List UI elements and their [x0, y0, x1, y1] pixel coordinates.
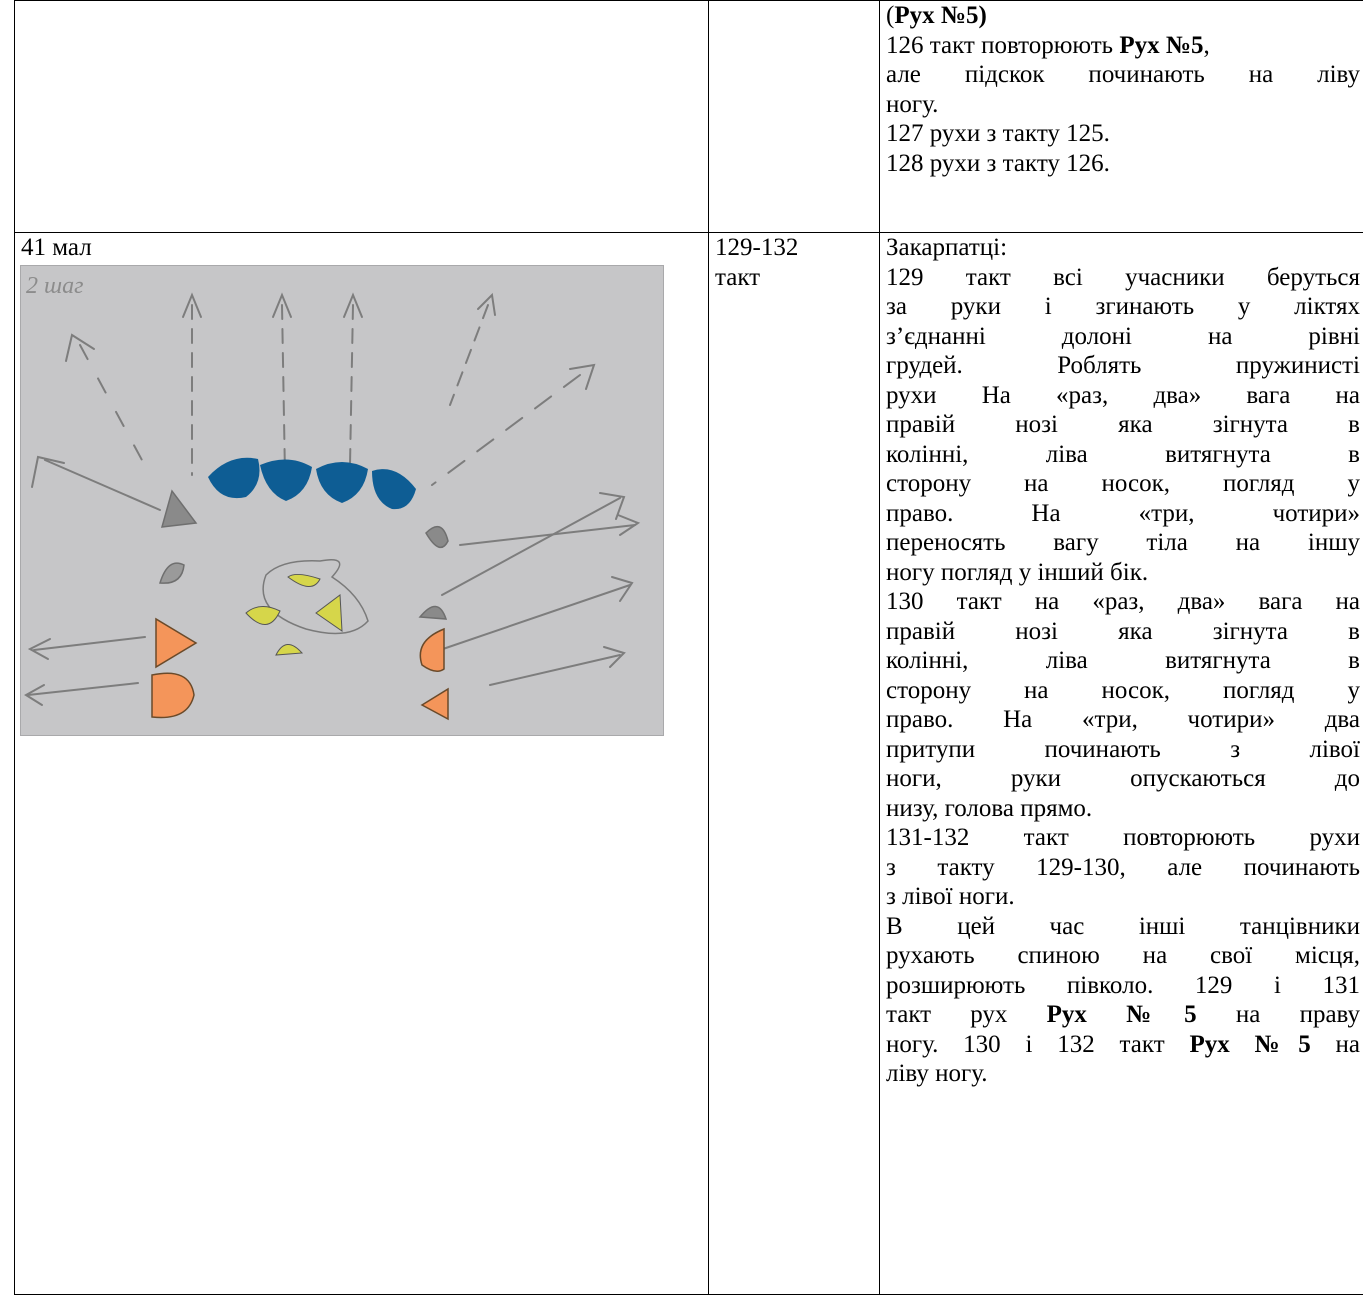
text-line: право. На «три, чотири»	[886, 499, 1360, 527]
blue-dancers	[208, 457, 416, 509]
text-line: ногу.	[886, 90, 939, 118]
text-line: правій нозі яка зігнута в	[886, 411, 1360, 438]
empty-cell	[708, 0, 880, 233]
arrow-right-icon	[459, 513, 641, 546]
arrow-right-icon	[489, 645, 626, 686]
text-line: правій нозі яка зігнута в	[886, 617, 1360, 645]
text-line: переносять вагу тіла на іншу	[886, 529, 1360, 556]
text-line: рухають спиною на свої місця,	[886, 942, 1360, 969]
formation-sketch: 2 шаг	[20, 264, 664, 736]
text-line: притупи починають з лівої	[886, 735, 1360, 763]
text-line: колінні, ліва витягнута в	[886, 647, 1360, 674]
text-line: (Рух №5)	[886, 2, 987, 29]
text-line: такт рух Рух №5 на праву	[886, 1001, 1360, 1028]
text-line: ліву ногу.	[886, 1060, 988, 1087]
text-line: ногу. 130 і 132 такт Рух №5 на	[886, 1030, 1360, 1058]
sketch-caption: 2 шаг	[26, 273, 83, 299]
text-line: 129 такт всі учасники беруться	[886, 263, 1360, 291]
arrow-right-icon	[441, 491, 626, 596]
text-line: сторону на носок, погляд у	[886, 470, 1360, 497]
text-line: ноги, руки опускаються до	[886, 765, 1360, 792]
table-row: (Рух №5) 126 такт повторюють Рух №5, але…	[14, 0, 1363, 233]
text-line: з такту 129-130, але починають	[886, 853, 1360, 881]
empty-cell	[14, 0, 709, 233]
yellow-dancers	[245, 558, 369, 656]
arrow-up-right-icon	[431, 363, 596, 486]
arrow-up-left-icon	[31, 455, 161, 511]
gray-dancers	[159, 488, 449, 620]
text-line: 127 рухи з такту 125.	[886, 120, 1110, 147]
orange-dancers	[151, 617, 449, 720]
arrow-up-icon	[272, 291, 292, 476]
text-line: з лівої ноги.	[886, 883, 1015, 910]
arrow-left-icon	[27, 635, 146, 660]
description-cell: (Рух №5) 126 такт повторюють Рух №5, але…	[879, 0, 1363, 233]
text-line: розширюють півколо. 129 і 131	[886, 971, 1360, 999]
document-table: (Рух №5) 126 такт повторюють Рух №5, але…	[14, 0, 1363, 1295]
text-line: право. На «три, чотири» два	[886, 706, 1360, 733]
section-heading: Закарпатці:	[886, 234, 1008, 261]
text-line: низу, голова прямо.	[886, 794, 1093, 822]
bars-cell: 129-132 такт	[708, 232, 880, 1295]
text-line: В цей час інші танцівники	[886, 912, 1360, 940]
text-line: але підскок починають на ліву	[886, 61, 1360, 88]
text-line: 128 рухи з такту 126.	[886, 149, 1110, 177]
text-line: 130 такт на «раз, два» вага на	[886, 588, 1360, 615]
text-line: 131-132 такт повторюють рухи	[886, 824, 1360, 851]
text-line: колінні, ліва витягнута в	[886, 440, 1360, 468]
text-line: сторону на носок, погляд у	[886, 676, 1360, 704]
text-line: ногу погляд у інший бік.	[886, 558, 1149, 586]
bars-range: 129-132	[715, 234, 799, 261]
arrow-up-icon	[343, 291, 363, 466]
arrow-up-icon	[449, 292, 496, 406]
figure-label: 41 мал	[21, 234, 92, 261]
description-cell: Закарпатці: 129 такт всі учасники беруть…	[879, 232, 1363, 1295]
table-row: 41 мал 2 шаг	[14, 232, 1363, 1295]
text-line: грудей. Роблять пружинисті	[886, 352, 1360, 379]
bars-unit: такт	[715, 263, 761, 291]
text-line: 126 такт повторюють Рух №5,	[886, 31, 1210, 59]
text-line: рухи На «раз, два» вага на	[886, 381, 1360, 409]
text-line: за руки і згинають у ліктях	[886, 293, 1360, 320]
figure-cell: 41 мал 2 шаг	[14, 232, 709, 1295]
arrow-up-left-icon	[65, 332, 151, 476]
arrow-left-icon	[24, 681, 139, 706]
arrow-right-icon	[439, 575, 634, 651]
arrow-up-icon	[182, 291, 202, 476]
text-line: з’єднанні долоні на рівні	[886, 322, 1360, 350]
